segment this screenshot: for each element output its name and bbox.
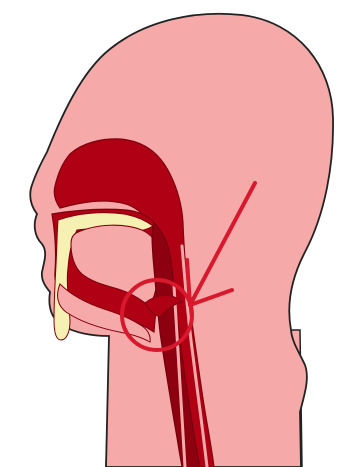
diagram-svg xyxy=(0,0,345,467)
head-airway-diagram xyxy=(0,0,345,467)
